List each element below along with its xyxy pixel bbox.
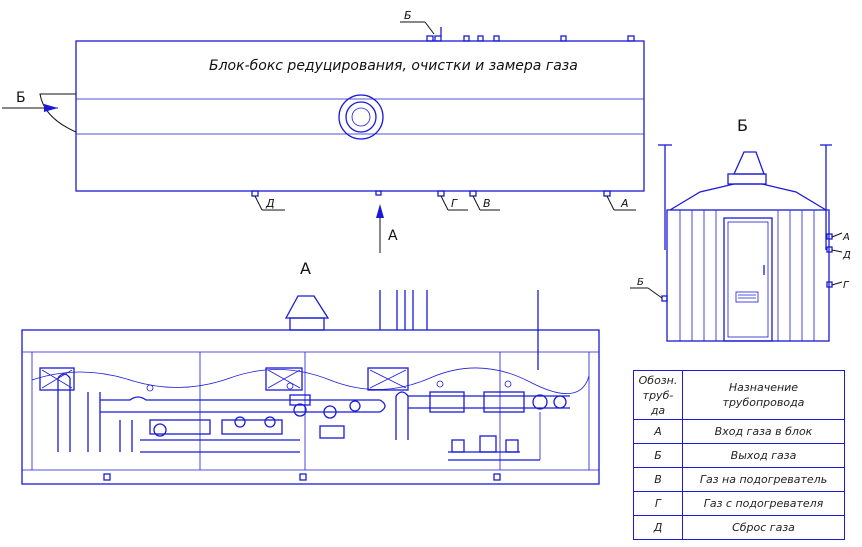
legend-header-purpose: Назначение трубопровода [682,370,845,420]
bottom-label-d: Д [265,197,275,210]
top-b-label: Б [404,9,412,22]
legend-purpose: Сброс газа [682,515,845,540]
legend-row: А Вход газа в блок [633,419,845,444]
legend-row: В Газ на подогреватель [633,467,845,492]
side-body-outline [666,209,830,342]
legend-purpose: Газ с подогревателя [682,491,845,516]
legend-code: А [633,419,683,444]
legend-header-code: Обозн. труб-да [633,370,683,420]
door [723,217,773,342]
view-b-title: Б [737,116,748,135]
bottom-label-g: Г [451,197,458,210]
legend-code: В [633,467,683,492]
pipeline-legend-table: Обозн. труб-да Назначение трубопровода А… [633,370,845,540]
front-view-a: А [21,259,600,485]
front-body-outline [21,329,600,485]
legend-row: Г Газ с подогревателя [633,491,845,516]
legend-code: Б [633,443,683,468]
view-a-title: А [300,259,311,278]
legend-row: Д Сброс газа [633,515,845,540]
legend-header-row: Обозн. труб-да Назначение трубопровода [633,370,845,420]
block-box-outline [75,40,645,192]
legend-code: Г [633,491,683,516]
legend-purpose: Газ на подогреватель [682,467,845,492]
side-view-b: Б А Д Г [630,116,851,342]
legend-purpose: Вход газа в блок [682,419,845,444]
top-view: Б Блок-бокс редуцирования, очистки и зам… [2,9,645,253]
side-label-g: Г [843,280,850,291]
block-title: Блок-бокс редуцирования, очистки и замер… [209,58,578,74]
arrow-b-label: Б [16,90,26,106]
legend-row: Б Выход газа [633,443,845,468]
side-label-a: А [842,232,850,243]
legend-purpose: Выход газа [682,443,845,468]
side-label-b: Б [637,277,644,288]
side-label-d: Д [842,250,851,261]
legend-code: Д [633,515,683,540]
roof-fan-circle [338,94,384,140]
bottom-label-v: В [483,197,491,210]
bottom-label-a: А [620,197,629,210]
arrow-a-label: А [388,228,398,244]
